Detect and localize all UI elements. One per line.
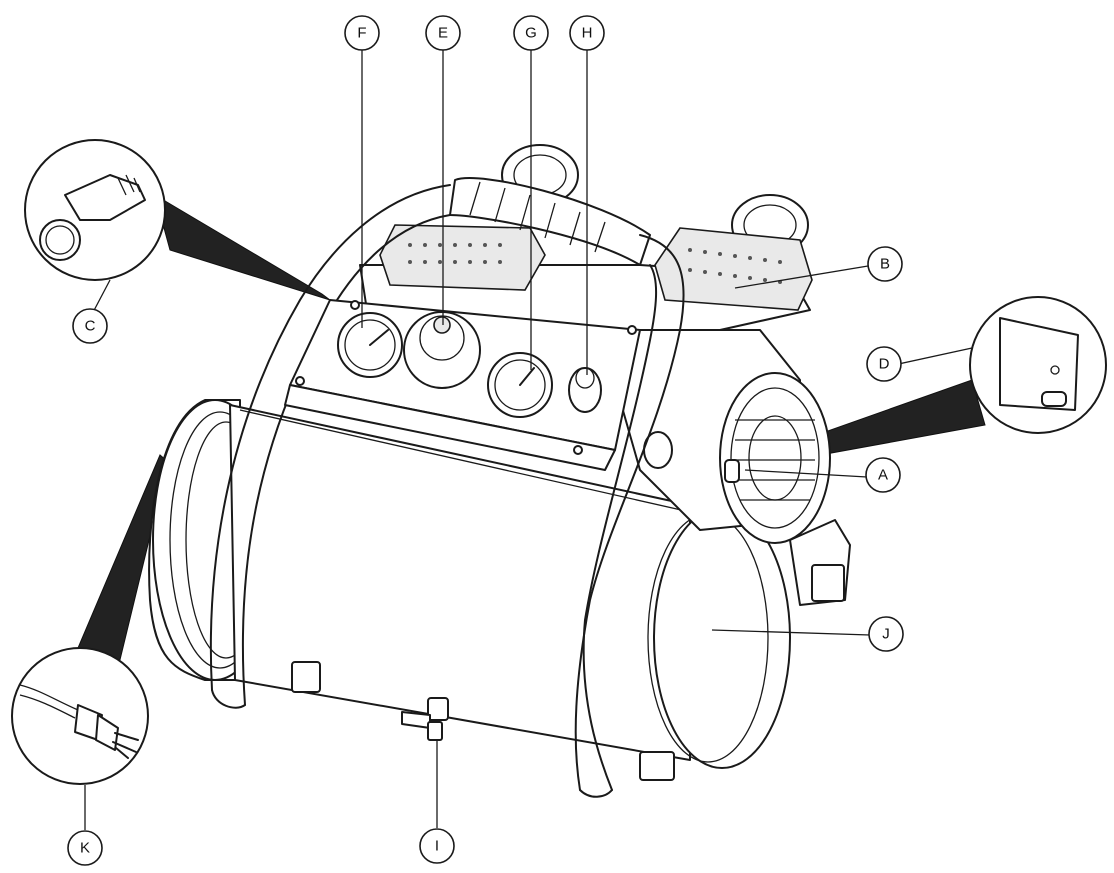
- callout-c-label: C: [85, 318, 96, 335]
- callout-g-circle: [513, 15, 549, 51]
- control-panel: [284, 299, 641, 471]
- callout-h-circle: [569, 15, 605, 51]
- callout-k-circle: [67, 830, 103, 866]
- inset-switch: [969, 296, 1107, 434]
- callout-i-circle: [419, 828, 455, 864]
- callout-d-circle: [866, 346, 902, 382]
- callouts: F E G H B C D A J K I: [67, 15, 904, 866]
- callout-j-circle: [868, 616, 904, 652]
- callout-f-label: F: [357, 25, 366, 42]
- callout-e-label: E: [438, 25, 448, 42]
- callout-h-label: H: [582, 25, 593, 42]
- callout-b-label: B: [880, 256, 890, 273]
- callout-a-circle: [865, 457, 901, 493]
- feet: [291, 519, 851, 781]
- motor-housing: [599, 329, 831, 544]
- inset-safety-valve: [24, 139, 166, 281]
- callout-f-circle: [344, 15, 380, 51]
- callout-e-circle: [425, 15, 461, 51]
- callout-j-label: J: [882, 626, 890, 643]
- drain-valve: [401, 697, 449, 741]
- callout-i-label: I: [435, 838, 439, 855]
- callout-c-circle: [72, 308, 108, 344]
- callout-b-circle: [867, 246, 903, 282]
- inset-plug: [11, 647, 149, 785]
- air-tank: [148, 399, 791, 769]
- callout-a-label: A: [878, 467, 888, 484]
- inset-c-wedge: [154, 193, 331, 301]
- callout-k-label: K: [80, 840, 90, 857]
- callout-d-label: D: [879, 356, 890, 373]
- callout-g-label: G: [525, 25, 537, 42]
- pump-head: [359, 144, 813, 331]
